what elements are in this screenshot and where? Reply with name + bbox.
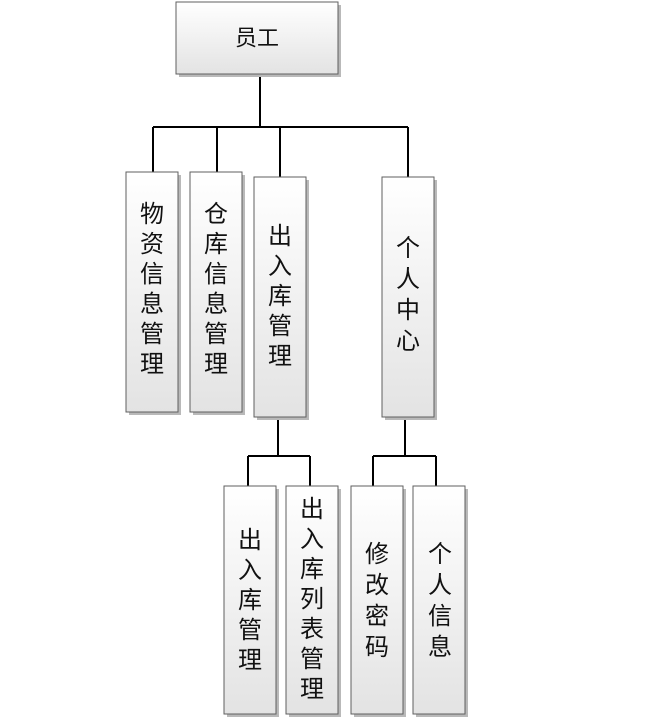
node-materials-info-label: 物资信息管理	[140, 200, 164, 378]
node-inout-sub-management-label: 出入库管理	[238, 526, 262, 674]
node-inout-sub-management: 出入库管理	[223, 485, 279, 717]
node-inout-list-management: 出入库列表管理	[285, 485, 341, 717]
node-personal-info-label: 个人信息	[428, 540, 452, 661]
node-inout-management-label: 出入库管理	[268, 222, 292, 370]
connectors	[152, 75, 437, 486]
node-materials-info: 物资信息管理	[125, 171, 181, 415]
node-warehouse-info: 仓库信息管理	[189, 171, 245, 415]
node-personal-center: 个人中心	[381, 176, 437, 420]
node-change-password: 修改密码	[350, 485, 406, 717]
node-inout-management: 出入库管理	[253, 176, 309, 420]
node-root: 员工	[175, 1, 341, 77]
node-inout-list-management-label: 出入库列表管理	[300, 495, 324, 703]
node-personal-info: 个人信息	[412, 485, 468, 717]
node-change-password-label: 修改密码	[365, 540, 389, 661]
node-warehouse-info-label: 仓库信息管理	[204, 200, 228, 378]
node-personal-center-label: 个人中心	[396, 234, 420, 355]
node-root-label: 员工	[235, 27, 279, 52]
